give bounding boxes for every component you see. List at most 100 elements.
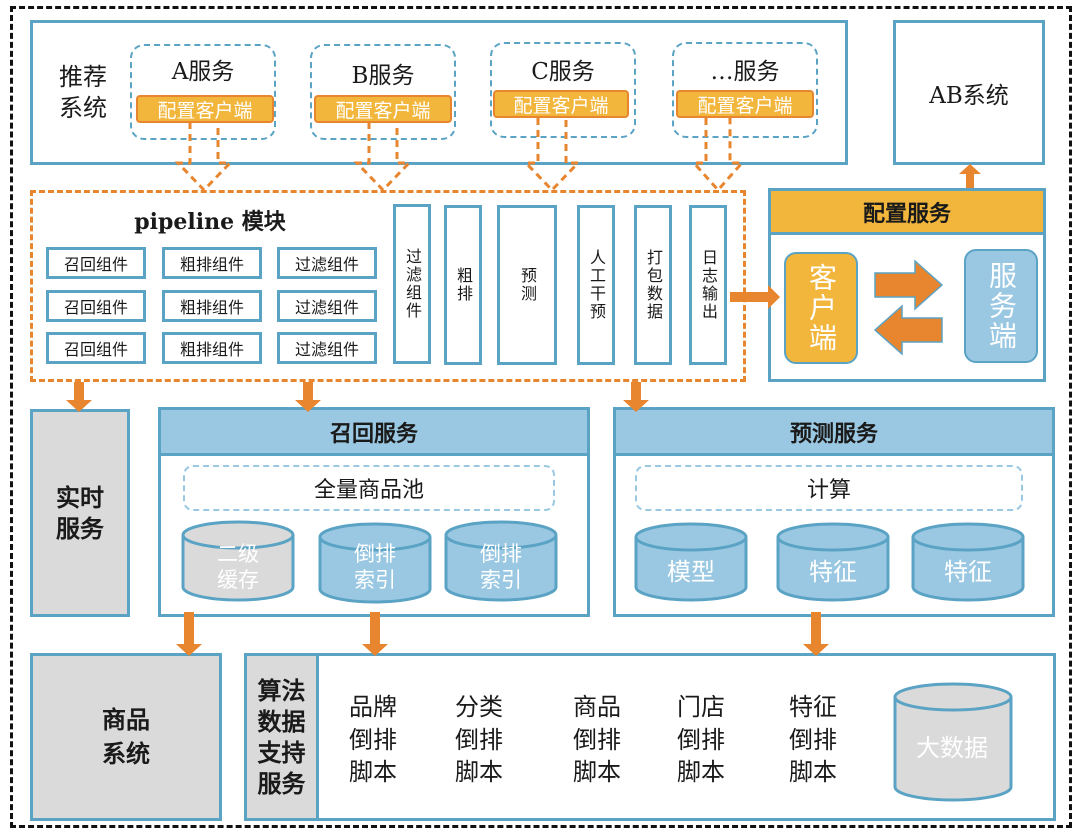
feature-store-label: 特征 [944,558,992,586]
cylinder-top [318,522,432,552]
stage-manual-intervention[interactable]: 人工干预 [577,205,615,365]
feature-store-cylinder[interactable] [776,522,890,602]
service-more-config-client[interactable]: 配置客户端 [676,90,814,118]
service-a-config-client[interactable]: 配置客户端 [136,95,274,123]
pipeline-module [30,190,746,382]
script-product[interactable]: 商品倒排脚本 [564,690,630,790]
script-product-label: 商品倒排脚本 [573,693,621,787]
ab-system[interactable]: AB系统 [893,20,1045,165]
ab-system-label: AB系统 [929,82,1009,109]
pipeline-title: pipeline 模块 [134,209,286,235]
realtime-service-label: 实时服务 [56,482,104,543]
config-client-label: 客户端 [805,263,838,353]
realtime-service[interactable]: 实时服务 [30,409,130,617]
script-category[interactable]: 分类倒排脚本 [446,690,512,790]
model-store-cylinder[interactable] [634,522,748,602]
config-server[interactable]: 服务端 [964,249,1038,363]
service-b[interactable] [310,44,456,140]
filter-component[interactable]: 过滤组件 [277,247,377,279]
feature-store-cylinder[interactable] [911,522,1025,602]
stage-predict[interactable]: 预测 [497,205,557,365]
stage-log-output[interactable]: 日志输出 [689,205,727,365]
script-category-label: 分类倒排脚本 [455,693,503,787]
cylinder-body [181,535,295,602]
inverted-index-cylinder[interactable] [318,522,432,604]
feature-store-label: 特征 [809,558,857,586]
stage-coarse-rank-label: 粗排 [454,267,473,303]
bigdata-store-cylinder[interactable] [893,682,1013,802]
dashed-arrow-icon [690,118,746,193]
cylinder-body [911,537,1025,602]
stage-log-output-label: 日志输出 [699,249,718,321]
cache-store-cylinder[interactable] [181,520,295,602]
cylinder-body [444,535,558,602]
recall-component[interactable]: 召回组件 [46,290,146,322]
script-brand[interactable]: 品牌倒排脚本 [340,690,406,790]
cylinder-body [776,537,890,602]
service-more-name: …服务 [710,59,780,85]
recall-service-title: 召回服务 [161,410,587,456]
recommendation-system-label: 推荐系统 [59,62,107,122]
arrow-right-icon [874,259,944,311]
stage-pack-data-label: 打包数据 [644,249,663,321]
service-b-name: B服务 [351,63,415,89]
stage-predict-label: 预测 [518,267,537,303]
inverted-index-label: 倒排索引 [480,541,522,592]
service-c-config-client[interactable]: 配置客户端 [493,90,629,118]
script-brand-label: 品牌倒排脚本 [349,693,397,787]
stage-filter[interactable]: 过滤组件 [393,204,431,364]
cylinder-top [893,682,1013,712]
product-system-label: 商品系统 [102,705,150,768]
cylinder-top [776,522,890,552]
service-c-name: C服务 [531,59,595,85]
coarse-rank-component[interactable]: 粗排组件 [162,332,262,364]
arrow-up-icon [959,164,981,188]
stage-pack-data[interactable]: 打包数据 [634,205,672,365]
service-a-name: A服务 [171,59,235,85]
arrow-right-icon [730,285,780,309]
arrow-down-icon [176,612,202,656]
filter-component[interactable]: 过滤组件 [277,332,377,364]
config-server-label: 服务端 [985,261,1018,351]
script-store[interactable]: 门店倒排脚本 [668,690,734,790]
filter-component[interactable]: 过滤组件 [277,290,377,322]
stage-coarse-rank[interactable]: 粗排 [444,205,482,365]
product-system[interactable]: 商品系统 [30,653,222,821]
service-c[interactable] [490,42,636,138]
cylinder-body [318,537,432,604]
system-boundary [10,6,1072,828]
bigdata-store-label: 大数据 [916,734,988,762]
algo-data-service-label: 算法数据支持服务 [247,656,319,818]
cylinder-body [893,697,1013,802]
product-pool[interactable]: 全量商品池 [183,465,555,511]
config-client[interactable]: 客户端 [784,252,858,364]
cylinder-body [634,537,748,602]
dashed-arrow-icon [174,122,234,193]
coarse-rank-component[interactable]: 粗排组件 [162,290,262,322]
compute-pool[interactable]: 计算 [635,465,1023,511]
recall-component[interactable]: 召回组件 [46,247,146,279]
inverted-index-label: 倒排索引 [354,541,396,592]
arrow-left-icon [873,304,943,356]
cylinder-top [911,522,1025,552]
dashed-arrow-icon [353,122,413,193]
script-feature-label: 特征倒排脚本 [789,693,837,787]
script-feature[interactable]: 特征倒排脚本 [780,690,846,790]
arrow-down-icon [295,382,321,412]
arrow-down-icon [362,612,388,656]
service-b-config-client[interactable]: 配置客户端 [314,95,452,123]
algo-data-service-label-text: 算法数据支持服务 [257,675,306,799]
model-store-label: 模型 [667,558,715,586]
cache-store-label: 二级缓存 [217,541,259,592]
inverted-index-cylinder[interactable] [444,520,558,602]
coarse-rank-component[interactable]: 粗排组件 [162,247,262,279]
arrow-down-icon [623,382,649,412]
cylinder-top [634,522,748,552]
recall-component[interactable]: 召回组件 [46,332,146,364]
stage-manual-intervention-label: 人工干预 [587,249,606,321]
service-more[interactable] [672,42,818,138]
stage-filter-label: 过滤组件 [403,248,422,320]
config-service-title: 配置服务 [771,191,1043,235]
service-a[interactable] [130,44,276,140]
